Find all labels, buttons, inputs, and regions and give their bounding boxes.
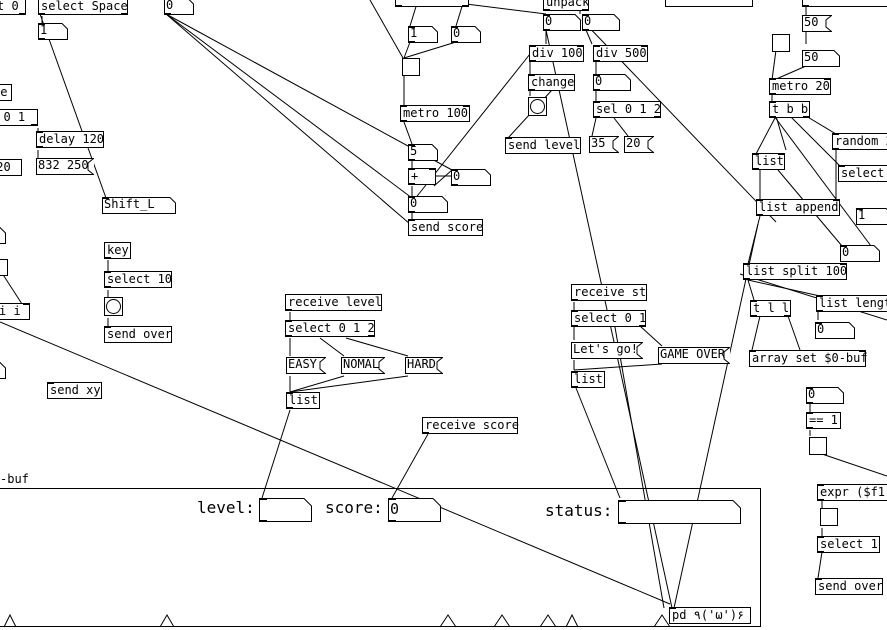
- object-div-500[interactable]: div 500: [593, 45, 648, 62]
- bang-button[interactable]: [104, 297, 123, 316]
- object-select-space[interactable]: select Space: [38, 0, 128, 15]
- object-change[interactable]: change: [528, 74, 575, 91]
- object-receive-score[interactable]: receive score: [422, 417, 519, 434]
- object-text: select Space: [41, 0, 128, 13]
- score-display[interactable]: 0: [388, 498, 441, 522]
- message-20[interactable]: 20: [624, 136, 654, 153]
- object-send-level[interactable]: send level: [505, 137, 581, 154]
- message-nomal[interactable]: NOMAL: [341, 357, 385, 374]
- object-text: t 0: [0, 0, 19, 13]
- bang-button[interactable]: [528, 97, 547, 116]
- message-hard[interactable]: HARD: [405, 357, 443, 374]
- object-fragment-120[interactable]: 120: [0, 159, 22, 176]
- score-label: score:: [325, 498, 383, 517]
- number-box[interactable]: 1: [38, 23, 68, 40]
- message-50[interactable]: 50: [802, 15, 832, 32]
- message-832-250[interactable]: 832 250: [36, 158, 94, 175]
- number-box[interactable]: 0: [164, 0, 194, 15]
- object-receive-st[interactable]: receive st: [571, 284, 647, 301]
- number-box[interactable]: 0: [582, 14, 620, 31]
- level-label: level:: [197, 498, 255, 517]
- object-receive-level[interactable]: receive level: [285, 294, 382, 311]
- number-box[interactable]: 0: [806, 387, 844, 404]
- object-select-10[interactable]: select 10: [104, 271, 172, 288]
- object-select-01[interactable]: select 0 1: [571, 310, 646, 327]
- object-fragment-top-right2[interactable]: [802, 0, 887, 7]
- message-35[interactable]: 35: [589, 136, 619, 153]
- object-select-1[interactable]: select 1: [817, 536, 880, 553]
- object-key[interactable]: key: [104, 242, 131, 259]
- object-fragment[interactable]: t 0: [0, 0, 26, 15]
- number-box-fragment[interactable]: [0, 227, 6, 244]
- object-metro-100[interactable]: metro 100: [400, 105, 470, 122]
- object-expr[interactable]: expr ($f1: [817, 484, 887, 501]
- object-send-xy[interactable]: send xy: [47, 382, 102, 399]
- message-easy[interactable]: EASY: [286, 357, 326, 374]
- object-fragment-top[interactable]: [395, 0, 469, 7]
- toggle[interactable]: [820, 508, 838, 526]
- object-list[interactable]: list: [571, 371, 605, 388]
- object-t-l-l[interactable]: t l l: [750, 300, 791, 317]
- object-plus[interactable]: +: [408, 168, 436, 185]
- object-fragment-ii[interactable]: i i: [0, 303, 30, 320]
- object-t-b-b[interactable]: t b b: [769, 101, 810, 118]
- number-box[interactable]: 1: [856, 208, 887, 225]
- object-sel-012[interactable]: sel 0 1 2: [593, 101, 661, 118]
- object-delay-120[interactable]: delay 120: [36, 131, 104, 148]
- object-send-score[interactable]: send score: [408, 219, 483, 236]
- toggle[interactable]: [809, 437, 827, 455]
- message-game-over[interactable]: GAME OVER: [658, 347, 730, 364]
- object-fragment-i[interactable]: i: [0, 259, 8, 276]
- gui-canvas: level: score: 0 status: pd ٩('ω')۶: [0, 488, 761, 628]
- object-list[interactable]: list: [752, 153, 785, 170]
- object-random[interactable]: random 2: [832, 133, 887, 150]
- object-list-append[interactable]: list append: [756, 199, 840, 216]
- status-display[interactable]: [618, 500, 741, 524]
- object-list[interactable]: list: [286, 392, 320, 409]
- message-50[interactable]: 50: [802, 50, 840, 67]
- symbol-box-shift[interactable]: Shift_L: [102, 197, 176, 214]
- object-select[interactable]: select: [838, 165, 887, 182]
- object-list-split[interactable]: list split 100: [743, 263, 847, 280]
- number-box[interactable]: 0: [451, 26, 481, 43]
- object-fragment-top-right[interactable]: [665, 0, 753, 7]
- number-box[interactable]: 0: [451, 169, 491, 186]
- number-box[interactable]: 0: [593, 74, 631, 91]
- object-eq-1[interactable]: == 1: [806, 412, 841, 429]
- message-lets-go[interactable]: Let's go!: [571, 342, 643, 359]
- number-box[interactable]: 0: [408, 196, 448, 213]
- object-fragment-t01[interactable]: t 0 1: [0, 109, 38, 126]
- number-box-fragment[interactable]: [0, 362, 6, 379]
- toggle[interactable]: [772, 34, 790, 52]
- number-box[interactable]: 1: [408, 26, 438, 43]
- object-list-length[interactable]: list lengt: [816, 295, 887, 312]
- object-send-over[interactable]: send over: [815, 578, 883, 595]
- object-fragment-ge[interactable]: ge: [0, 84, 12, 101]
- number-box[interactable]: 0: [543, 14, 581, 31]
- number-box[interactable]: 5: [408, 144, 438, 161]
- triangle-markers: [3, 613, 671, 628]
- toggle[interactable]: [402, 58, 420, 76]
- object-div-100[interactable]: div 100: [529, 45, 584, 62]
- object-send-over[interactable]: send over: [104, 326, 172, 343]
- canvas-label: -buf: [0, 472, 29, 486]
- status-label: status:: [545, 501, 613, 520]
- level-display[interactable]: [259, 498, 312, 522]
- number-box[interactable]: 0: [840, 245, 880, 262]
- object-unpack[interactable]: unpack: [543, 0, 589, 11]
- object-select-012[interactable]: select 0 1 2: [285, 320, 375, 337]
- object-array-set[interactable]: array set $0-buf: [749, 350, 868, 367]
- object-pd-subpatch[interactable]: pd ٩('ω')۶: [669, 607, 751, 624]
- number-box[interactable]: 0: [815, 322, 855, 339]
- object-metro-20[interactable]: metro 20: [769, 78, 831, 95]
